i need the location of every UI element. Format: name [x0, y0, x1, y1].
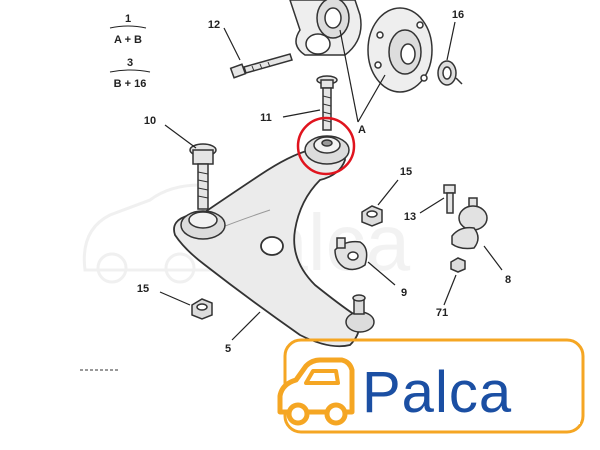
wheel-hub	[367, 7, 463, 93]
bolt-10	[189, 143, 217, 210]
svg-text:B + 16: B + 16	[114, 78, 147, 90]
bolt-12	[229, 53, 293, 79]
bolt-11	[316, 75, 338, 131]
car-icon	[277, 357, 355, 415]
bracket-9	[334, 237, 368, 271]
car-wheel-front	[286, 402, 310, 426]
label-16: 16	[452, 9, 464, 21]
bolt-13	[443, 184, 456, 214]
arm-ball-joint	[345, 294, 375, 333]
logo-text: Palca	[362, 360, 512, 425]
label-11: 11	[260, 112, 272, 124]
ball-joint-8	[451, 197, 488, 250]
logo-text-bg	[360, 350, 580, 424]
label-A: A	[358, 124, 366, 136]
label-15-right: 15	[400, 166, 412, 178]
label-8: 8	[505, 274, 511, 286]
label-5: 5	[225, 343, 231, 355]
nut-71	[450, 257, 466, 273]
lower-control-arm	[173, 147, 360, 348]
label-12: 12	[208, 19, 220, 31]
palca-logo: Palca	[277, 338, 585, 434]
label-9: 9	[401, 287, 407, 299]
car-wheel-rear	[324, 402, 348, 426]
legend-2: 3 B + 16	[109, 57, 151, 90]
label-71: 71	[436, 307, 448, 319]
legend-1: 1 A + B	[109, 13, 147, 46]
leader-lines	[159, 21, 503, 341]
highlight-circle	[296, 116, 356, 176]
label-10: 10	[144, 115, 156, 127]
steering-knuckle	[289, 0, 362, 56]
front-bushing	[180, 210, 226, 240]
label-13: 13	[404, 211, 416, 223]
nut-15-right	[361, 205, 383, 227]
rear-bushing	[304, 135, 350, 165]
svg-text:3: 3	[127, 57, 133, 69]
nut-15-left	[191, 298, 213, 320]
svg-text:A + B: A + B	[114, 34, 142, 46]
label-15-left: 15	[137, 283, 149, 295]
svg-text:1: 1	[125, 13, 131, 25]
